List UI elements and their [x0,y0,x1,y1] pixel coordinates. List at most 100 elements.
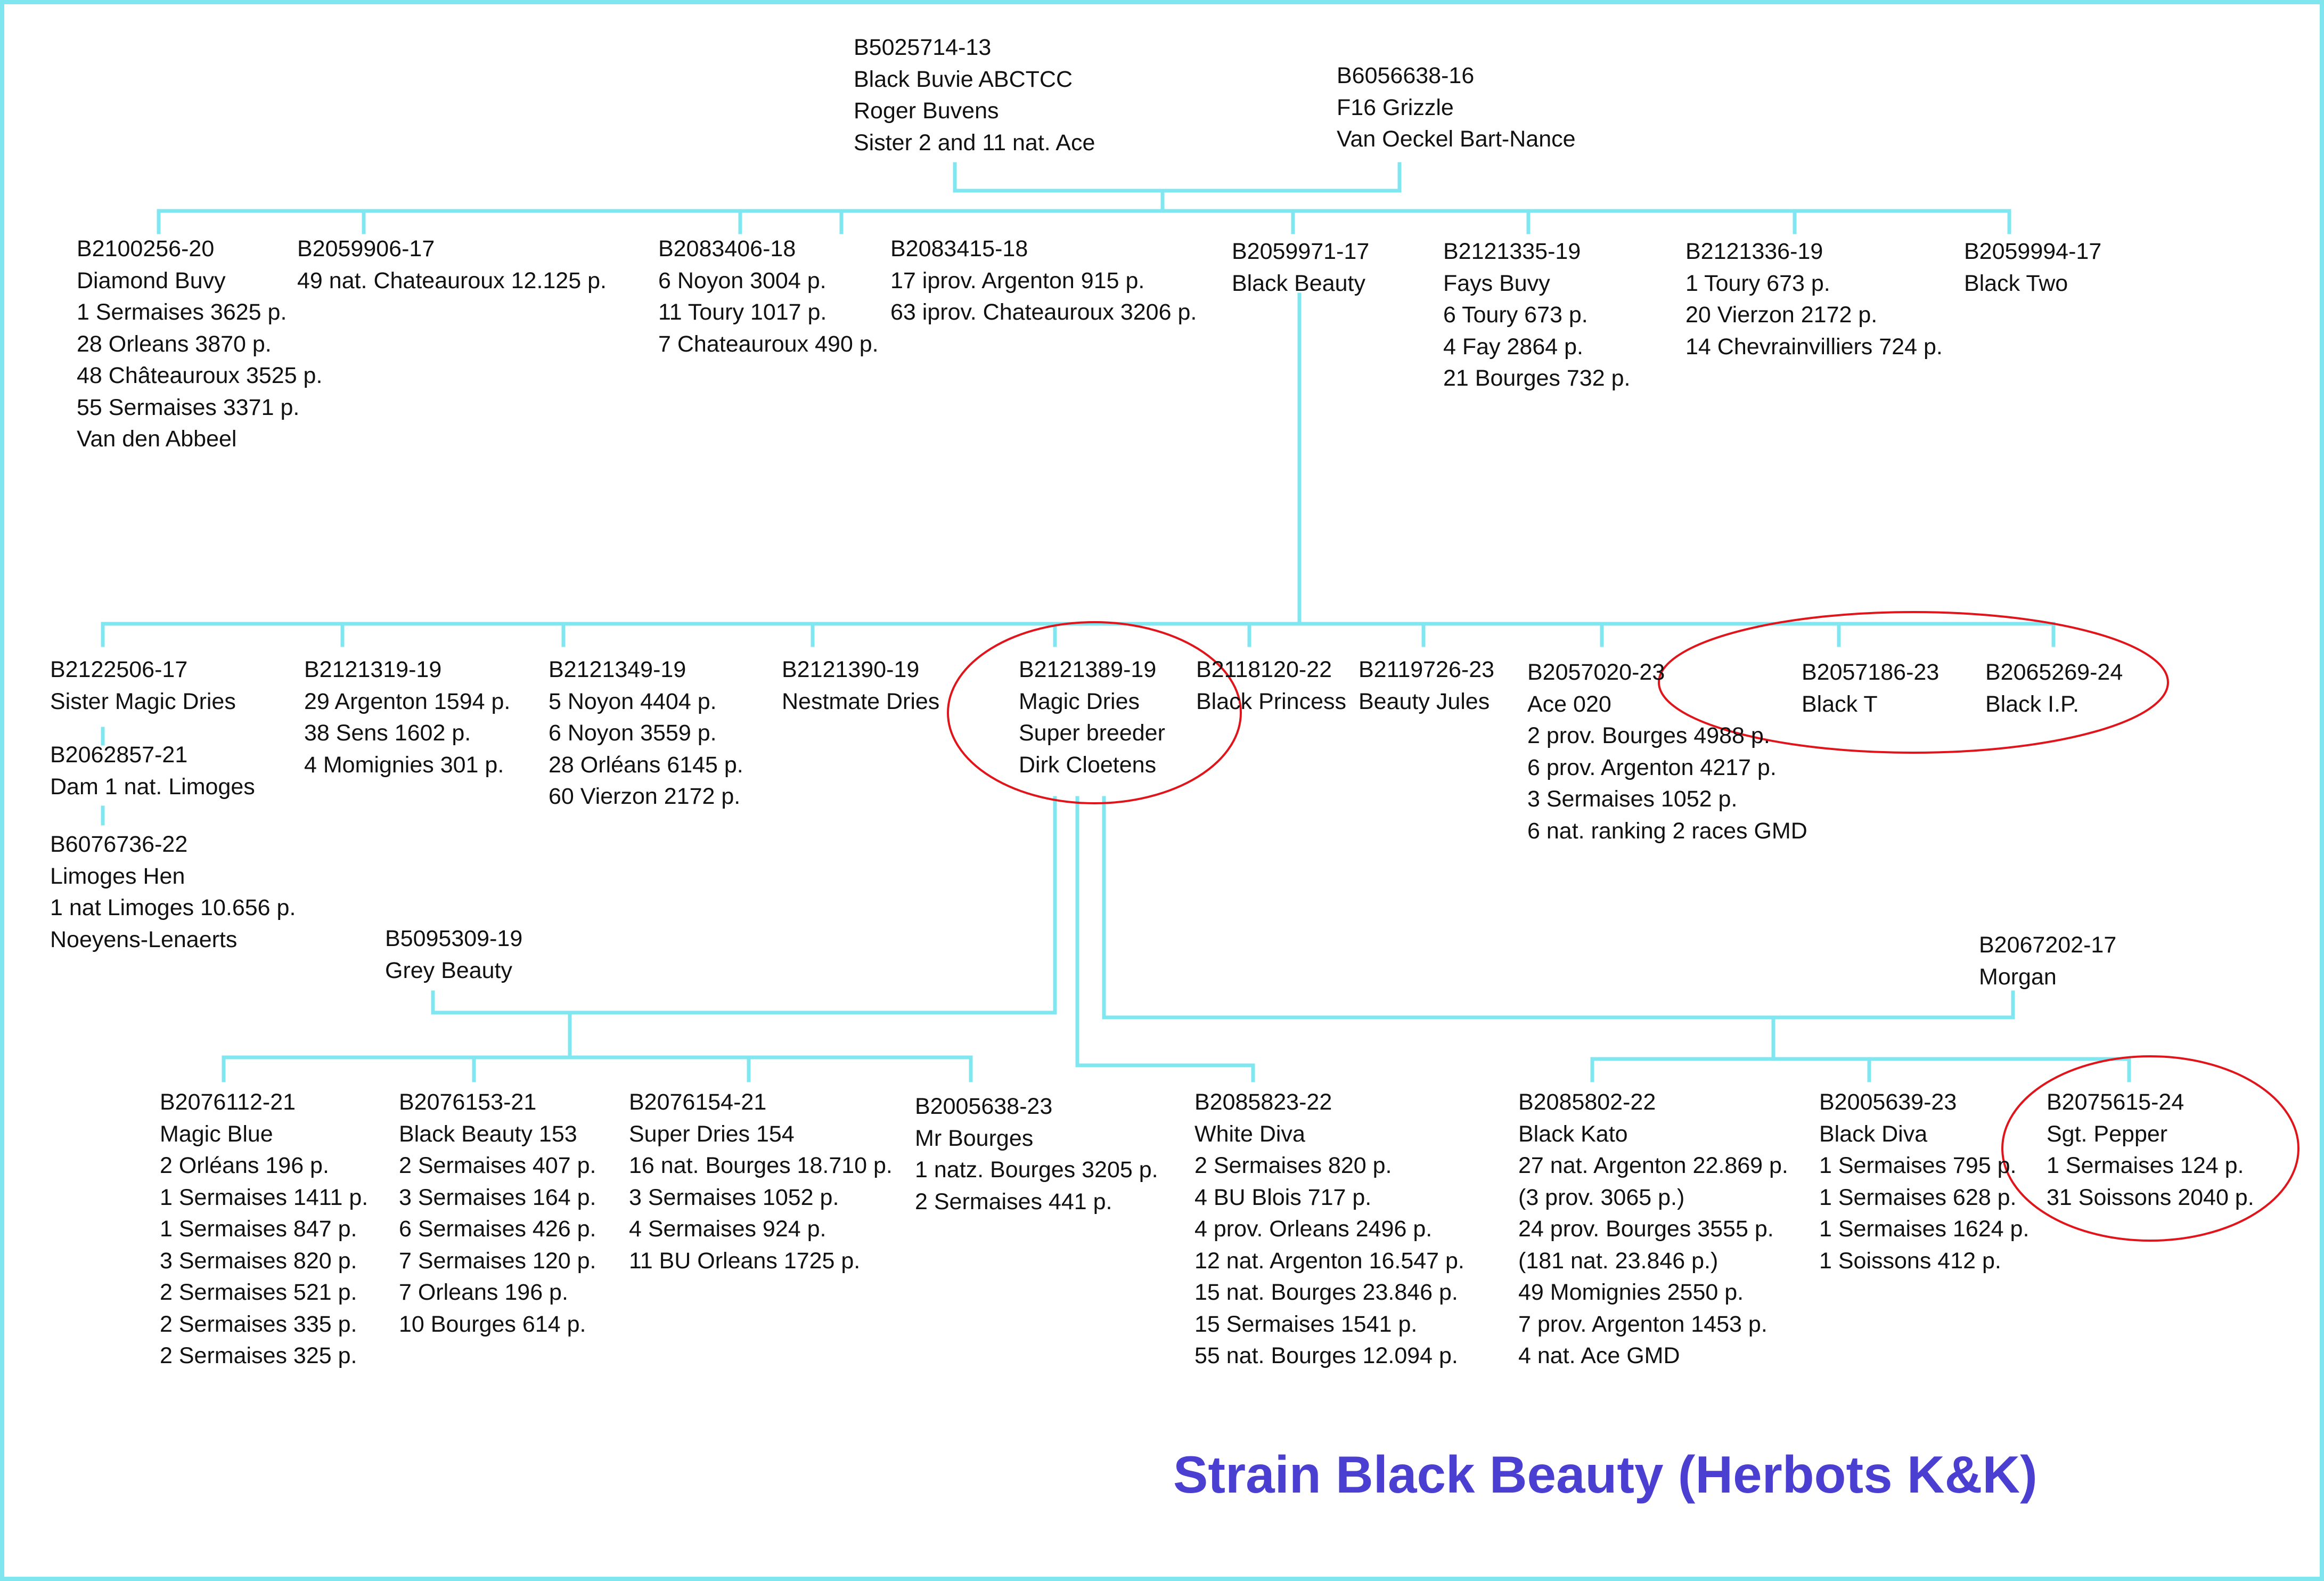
connector-lines [101,162,2300,1242]
chart-title: Strain Black Beauty (Herbots K&K) [1173,1445,2037,1504]
pigeon-info-line: F16 Grizzle [1337,94,1454,120]
highlight-ring-black-t-black-ip [1658,611,2169,754]
result-line: 55 nat. Bourges 12.094 p. [1194,1343,1458,1368]
pigeon-info-line: Black Diva [1819,1121,1928,1147]
ring-number: B2121389-19 [1019,657,1157,682]
result-line: 1 nat Limoges 10.656 p. [50,895,296,920]
ring-number: B2121390-19 [782,657,920,682]
result-line: 3 Sermaises 164 p. [399,1184,596,1210]
pigeon-info-line: 17 iprov. Argenton 915 p. [890,267,1145,294]
result-line: 28 Orleans 3870 p. [77,331,272,357]
ring-number: B2005638-23 [915,1094,1053,1119]
result-line: 11 BU Orleans 1725 p. [629,1248,861,1274]
result-line: 3 Sermaises 820 p. [160,1248,357,1274]
ring-number: B2121349-19 [549,657,686,682]
pigeon-info-line: Black I.P. [1985,691,2080,717]
result-line: 1 Sermaises 795 p. [1819,1153,2017,1178]
result-line: 2 Sermaises 325 p. [160,1343,357,1368]
result-line: 1 Sermaises 847 p. [160,1216,357,1242]
result-line: 2 Orléans 196 p. [160,1153,329,1178]
ring-number: B6076736-22 [50,832,188,857]
ring-number: B2083406-18 [658,236,796,262]
ring-number: B2065269-24 [1985,659,2123,685]
result-line: Sister 2 and 11 nat. Ace [854,129,1095,156]
ring-number: B2121319-19 [304,657,442,682]
ring-number: B2005639-23 [1819,1089,1957,1115]
ring-number: B5025714-13 [854,35,992,60]
result-line: Super breeder [1019,720,1165,746]
pigeon-info-line: Fays Buvy [1443,270,1550,296]
result-line: 11 Toury 1017 p. [658,299,827,325]
pigeon-info-line: Black Kato [1518,1121,1628,1147]
ring-number: B2100256-20 [77,236,215,262]
result-line: 4 Sermaises 924 p. [629,1216,827,1242]
result-line: 27 nat. Argenton 22.869 p. [1518,1153,1788,1178]
result-line: 1 Sermaises 628 p. [1819,1184,2017,1210]
pigeon-info-line: Super Dries 154 [629,1121,795,1147]
result-line: 28 Orléans 6145 p. [549,752,743,778]
ring-number: B2085823-22 [1194,1089,1332,1115]
node-mr-bourges: B2005638-23 Mr Bourges 1 natz. Bourges 320… [915,1091,1158,1218]
ring-number: B2057020-23 [1527,659,1665,685]
ring-number: B2059906-17 [297,236,435,262]
result-line: 16 nat. Bourges 18.710 p. [629,1153,893,1178]
result-line: 2 Sermaises 335 p. [160,1311,357,1337]
ring-number: B6056638-16 [1337,63,1475,88]
result-line: 55 Sermaises 3371 p. [77,394,300,420]
ring-number: B2059994-17 [1964,239,2102,264]
result-line: 2 prov. Bourges 4988 p. [1527,723,1770,748]
result-line: Van Oeckel Bart-Nance [1337,126,1576,152]
result-line: 6 Sermaises 426 p. [399,1216,596,1242]
result-line: Van den Abbeel [77,426,237,452]
ring-number: B2122506-17 [50,657,188,682]
result-line: 60 Vierzon 2172 p. [549,784,741,809]
pigeon-info-line: Magic Dries [1019,688,1140,714]
pigeon-info-line: Black Buvie ABCTCC [854,66,1073,92]
result-line: 4 Fay 2864 p. [1443,333,1583,360]
result-line: 6 nat. ranking 2 races GMD [1527,818,1807,844]
ring-number: B2076154-21 [629,1089,767,1115]
pigeon-info-line: White Diva [1194,1121,1305,1147]
result-line: 49 Momignies 2550 p. [1518,1280,1744,1305]
result-line: 4 BU Blois 717 p. [1194,1184,1372,1210]
ring-number: B2076153-21 [399,1089,537,1115]
pigeon-info-line: Magic Blue [160,1121,273,1147]
pigeon-info-line: Mr Bourges [915,1125,1034,1151]
pigeon-info-line: Grey Beauty [385,957,512,983]
ring-number: B2083415-18 [890,236,1028,262]
result-line: 63 iprov. Chateauroux 3206 p. [890,299,1197,325]
result-line: 3 Sermaises 1052 p. [629,1184,839,1210]
result-line: 6 prov. Argenton 4217 p. [1527,754,1777,780]
ring-number: B2059971-17 [1232,239,1370,264]
result-line: 1 Soissons 412 p. [1819,1248,2001,1274]
result-line: 7 prov. Argenton 1453 p. [1518,1311,1767,1337]
ring-number: B2075615-24 [2047,1089,2184,1115]
result-line: 1 natz. Bourges 3205 p. [915,1157,1158,1183]
pigeon-info-line: 5 Noyon 4404 p. [549,688,717,714]
result-line: 2 Sermaises 441 p. [915,1188,1112,1215]
ring-number: B2119726-23 [1359,657,1495,682]
result-line: 1 Sermaises 3625 p. [77,299,287,325]
